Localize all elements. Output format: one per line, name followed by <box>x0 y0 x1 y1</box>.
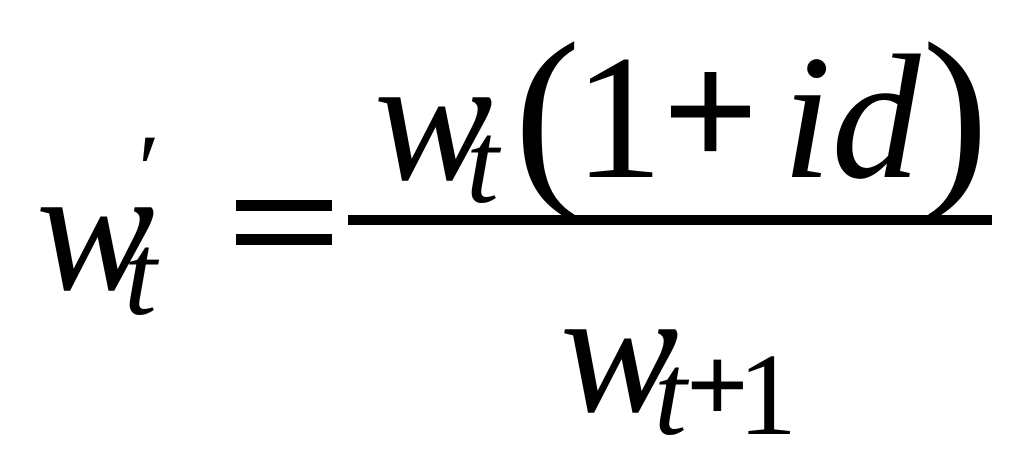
numerator-close-paren: ) <box>922 3 989 224</box>
numerator-plus: + <box>662 17 759 205</box>
numerator-term-id: id <box>782 18 921 216</box>
denominator-subscript-plus: + <box>686 324 749 446</box>
numerator-open-paren: ( <box>514 3 581 224</box>
numerator-subscript-t: t <box>466 97 499 228</box>
lhs-subscript-t: t <box>124 209 157 340</box>
numerator-one: 1 <box>574 18 663 216</box>
denominator-subscript-one: 1 <box>738 329 797 460</box>
equals-sign-bottom-bar <box>236 234 332 245</box>
equals-sign-top-bar <box>236 200 332 211</box>
lhs-variable-w: w <box>36 130 155 328</box>
lhs-prime-mark: ′ <box>138 114 160 225</box>
fraction-bar <box>348 215 992 225</box>
denominator-subscript-t: t <box>654 329 687 460</box>
denominator-variable-w: w <box>560 252 679 450</box>
numerator-variable-w: w <box>374 20 493 218</box>
